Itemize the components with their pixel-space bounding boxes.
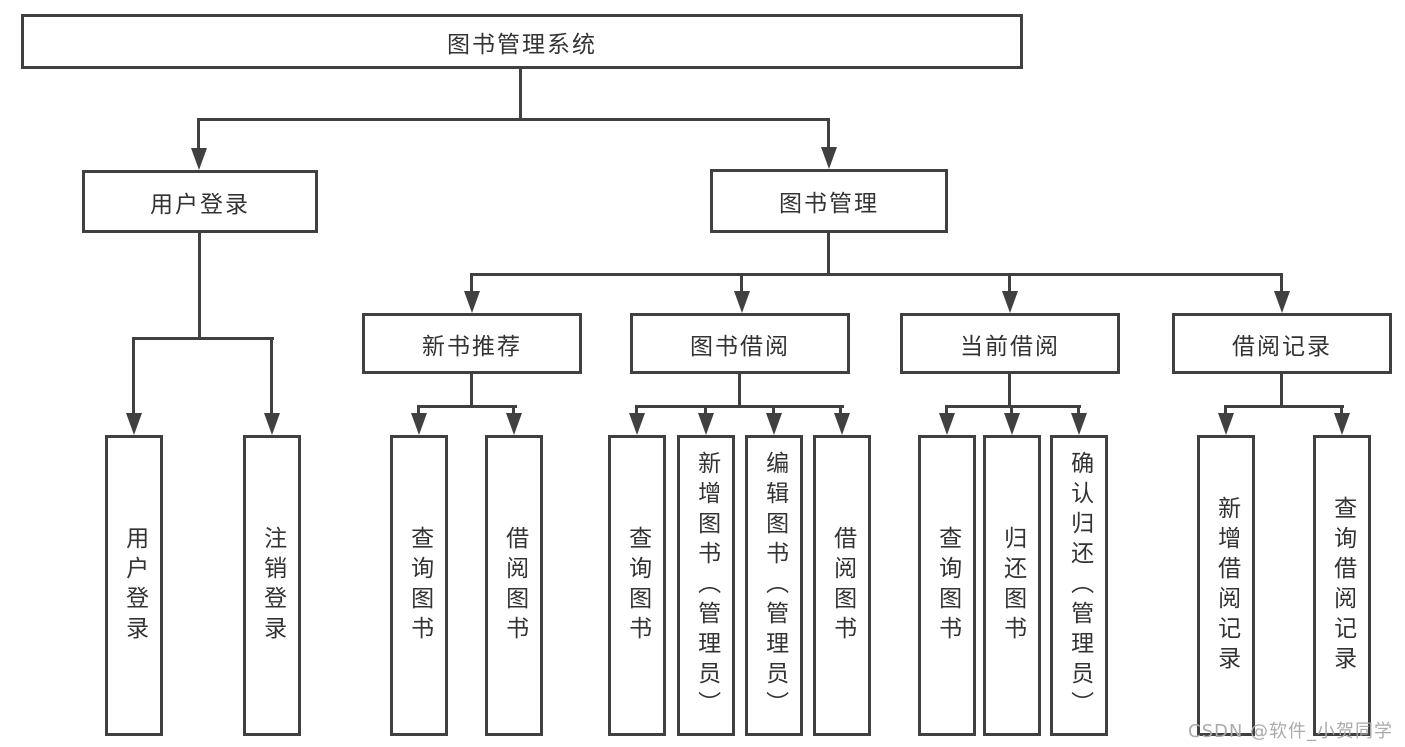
connector-line	[1008, 374, 1011, 405]
connector-line	[1077, 405, 1080, 415]
node-leaf-recommend-borrow-books: 借阅图书	[485, 435, 543, 736]
connector-line	[738, 374, 741, 405]
node-label: 用户登录	[150, 191, 250, 218]
arrowhead-icon	[1004, 413, 1020, 435]
connector-line	[827, 118, 830, 147]
connector-line	[945, 405, 1081, 408]
node-new-book-recommendation: 新书推荐	[362, 313, 582, 374]
node-label: 借阅记录	[1232, 333, 1332, 360]
node-label: 归还图书	[999, 525, 1026, 646]
arrowhead-icon	[939, 413, 955, 435]
node-leaf-current-query-books: 查询图书	[918, 435, 976, 736]
connector-line	[740, 273, 743, 293]
arrowhead-icon	[1334, 413, 1350, 435]
node-leaf-records-add-record: 新增借阅记录	[1197, 435, 1255, 736]
arrowhead-icon	[264, 413, 280, 435]
node-leaf-current-confirm-return-admin: 确认归还（管理员）	[1050, 435, 1108, 736]
connector-line	[470, 273, 1283, 276]
node-user-login: 用户登录	[82, 170, 318, 233]
connector-line	[132, 337, 135, 415]
connector-line	[772, 405, 775, 415]
arrowhead-icon	[411, 413, 427, 435]
node-label: 确认归还（管理员）	[1066, 450, 1093, 721]
node-leaf-logout: 注销登录	[243, 435, 301, 736]
node-label: 图书管理系统	[447, 31, 597, 58]
node-label: 注销登录	[259, 525, 286, 646]
node-leaf-borrowing-edit-books-admin: 编辑图书（管理员）	[745, 435, 803, 736]
connector-line	[704, 405, 707, 415]
connector-line	[1224, 405, 1344, 408]
node-leaf-records-query-record: 查询借阅记录	[1313, 435, 1371, 736]
connector-line	[197, 118, 830, 121]
connector-line	[470, 273, 473, 293]
node-label: 新书推荐	[422, 333, 522, 360]
node-label: 当前借阅	[960, 333, 1060, 360]
connector-line	[1224, 405, 1227, 415]
node-label: 借阅图书	[829, 525, 856, 646]
connector-line	[1010, 405, 1013, 415]
connector-line	[839, 405, 842, 415]
arrowhead-icon	[1002, 291, 1018, 313]
node-book-borrowing: 图书借阅	[630, 313, 850, 374]
arrowhead-icon	[834, 413, 850, 435]
node-book-management: 图书管理	[710, 169, 948, 233]
node-label: 图书管理	[779, 191, 879, 217]
connector-line	[519, 69, 522, 118]
node-label: 查询图书	[406, 525, 433, 646]
arrowhead-icon	[1218, 413, 1234, 435]
node-label: 查询图书	[624, 525, 651, 646]
node-label: 新增借阅记录	[1213, 495, 1240, 676]
arrowhead-icon	[126, 413, 142, 435]
connector-line	[197, 118, 200, 150]
node-leaf-borrowing-add-books-admin: 新增图书（管理员）	[677, 435, 735, 736]
node-label: 借阅图书	[501, 525, 528, 646]
connector-line	[1280, 374, 1283, 405]
node-leaf-user-login: 用户登录	[105, 435, 163, 736]
node-label: 查询借阅记录	[1329, 495, 1356, 676]
node-leaf-recommend-query-books: 查询图书	[390, 435, 448, 736]
watermark: CSDN @软件_小贺同学	[1188, 721, 1394, 742]
arrowhead-icon	[698, 413, 714, 435]
connector-line	[132, 337, 274, 340]
node-leaf-current-return-books: 归还图书	[983, 435, 1041, 736]
connector-line	[417, 405, 420, 415]
connector-line	[270, 337, 273, 415]
node-label: 查询图书	[934, 525, 961, 646]
node-label: 图书借阅	[690, 333, 790, 360]
arrowhead-icon	[506, 413, 522, 435]
arrowhead-icon	[629, 413, 645, 435]
arrowhead-icon	[1274, 291, 1290, 313]
node-root: 图书管理系统	[21, 14, 1023, 69]
arrowhead-icon	[821, 147, 837, 169]
arrowhead-icon	[464, 291, 480, 313]
connector-line	[1280, 273, 1283, 293]
node-leaf-borrowing-query-books: 查询图书	[608, 435, 666, 736]
arrowhead-icon	[191, 148, 207, 170]
connector-line	[945, 405, 948, 415]
connector-line	[512, 405, 515, 415]
arrowhead-icon	[1071, 413, 1087, 435]
node-borrowing-records: 借阅记录	[1172, 313, 1392, 374]
node-label: 新增图书（管理员）	[693, 450, 720, 721]
arrowhead-icon	[766, 413, 782, 435]
node-leaf-borrowing-borrow-books: 借阅图书	[813, 435, 871, 736]
connector-line	[417, 405, 517, 408]
arrowhead-icon	[734, 291, 750, 313]
node-label: 编辑图书（管理员）	[761, 450, 788, 721]
connector-line	[198, 233, 201, 337]
connector-line	[827, 233, 830, 273]
connector-line	[470, 374, 473, 405]
node-current-borrowing: 当前借阅	[900, 313, 1120, 374]
connector-line	[1340, 405, 1343, 415]
connector-line	[635, 405, 844, 408]
node-label: 用户登录	[121, 525, 148, 646]
connector-line	[635, 405, 638, 415]
connector-line	[1008, 273, 1011, 293]
